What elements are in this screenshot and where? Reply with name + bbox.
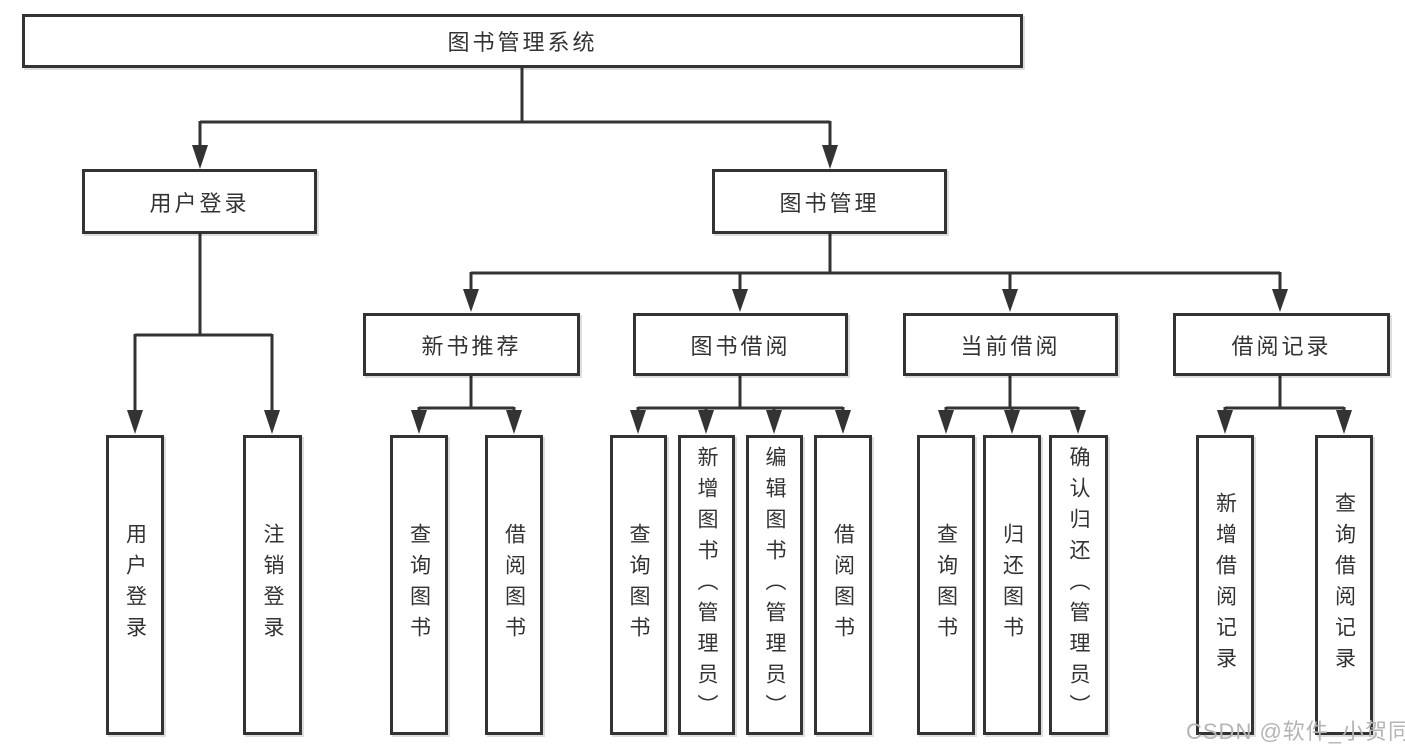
node-label: 查询借阅记录 — [1332, 492, 1356, 678]
leaf-user-login: 用户登录 — [106, 435, 164, 735]
node-borrowing-records: 借阅记录 — [1173, 313, 1390, 376]
leaf-return-books: 归还图书 — [983, 435, 1041, 735]
leaf-borrow-books-recommend: 借阅图书 — [485, 435, 543, 735]
node-label: 用户登录 — [123, 523, 147, 647]
leaf-query-books-recommend: 查询图书 — [390, 435, 448, 735]
node-label: 查询图书 — [407, 523, 431, 647]
node-label: 用户登录 — [149, 190, 250, 216]
node-label: 当前借阅 — [960, 333, 1061, 359]
node-library-management-system: 图书管理系统 — [22, 14, 1023, 68]
node-book-borrowing: 图书借阅 — [633, 313, 848, 376]
node-label: 图书管理 — [779, 190, 880, 216]
leaf-logout: 注销登录 — [243, 435, 302, 735]
node-book-management: 图书管理 — [712, 169, 947, 234]
node-current-borrowing: 当前借阅 — [903, 313, 1118, 376]
node-label: 编辑图书（管理员） — [763, 445, 786, 725]
node-new-book-recommendation: 新书推荐 — [363, 313, 580, 376]
csdn-watermark: CSDN @软件_小贺同学 — [1186, 719, 1405, 744]
node-label: 注销登录 — [261, 523, 284, 647]
leaf-add-books-admin: 新增图书（管理员） — [678, 435, 735, 735]
leaf-query-borrowing-record: 查询借阅记录 — [1315, 435, 1373, 735]
leaf-query-books-borrowing: 查询图书 — [610, 435, 667, 735]
leaf-edit-books-admin: 编辑图书（管理员） — [746, 435, 803, 735]
node-label: 图书管理系统 — [447, 30, 598, 55]
node-label: 查询图书 — [934, 523, 958, 647]
node-label: 确认归还（管理员） — [1067, 445, 1090, 725]
node-label: 查询图书 — [627, 523, 650, 647]
node-label: 新增借阅记录 — [1213, 492, 1237, 678]
node-label: 借阅记录 — [1231, 333, 1332, 359]
leaf-confirm-return-admin: 确认归还（管理员） — [1049, 435, 1108, 735]
leaf-add-borrowing-record: 新增借阅记录 — [1196, 435, 1254, 735]
node-label: 图书借阅 — [690, 333, 791, 359]
leaf-query-books-current: 查询图书 — [917, 435, 975, 735]
leaf-borrow-books: 借阅图书 — [814, 435, 872, 735]
node-label: 借阅图书 — [831, 523, 855, 647]
node-label: 归还图书 — [1000, 523, 1024, 647]
node-label: 新增图书（管理员） — [695, 445, 718, 725]
node-label: 新书推荐 — [421, 333, 522, 359]
node-user-login-group: 用户登录 — [82, 169, 317, 234]
node-label: 借阅图书 — [502, 523, 526, 647]
